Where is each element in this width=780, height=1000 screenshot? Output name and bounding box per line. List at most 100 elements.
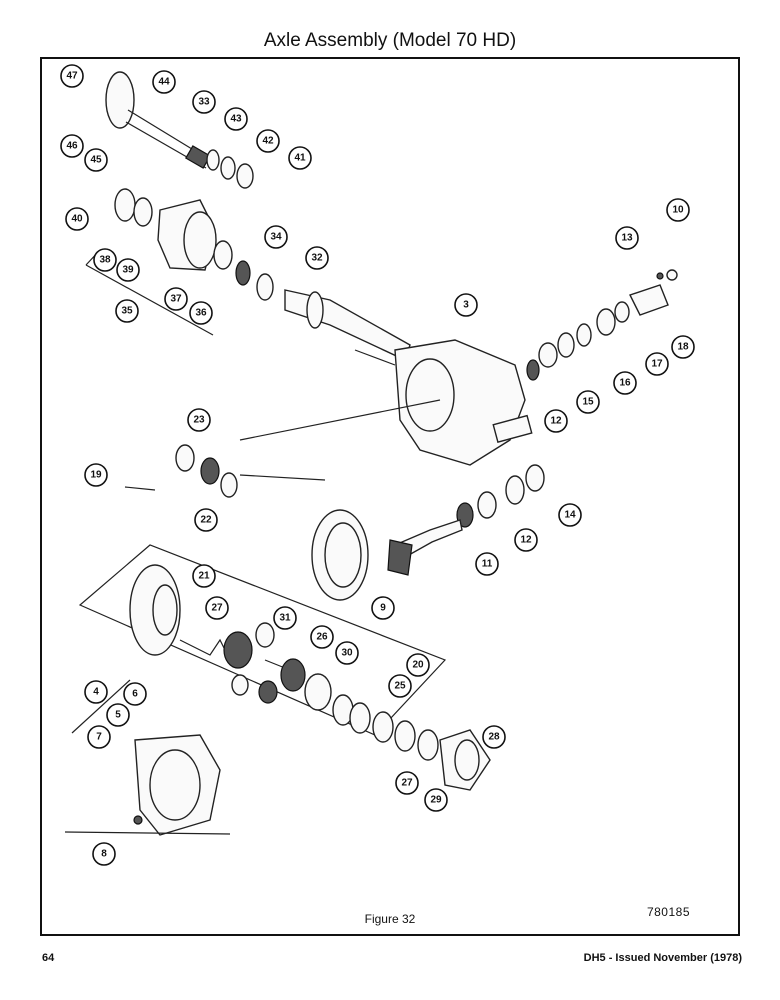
svg-text:20: 20 — [412, 660, 424, 671]
svg-text:16: 16 — [619, 378, 631, 389]
svg-text:26: 26 — [316, 632, 328, 643]
callout-41: 41 — [288, 146, 312, 170]
svg-text:36: 36 — [195, 308, 207, 319]
callout-42: 42 — [256, 129, 280, 153]
svg-text:8: 8 — [101, 849, 107, 860]
callout-39: 39 — [116, 258, 140, 282]
callout-38: 38 — [93, 248, 117, 272]
svg-text:12: 12 — [550, 416, 562, 427]
svg-text:13: 13 — [621, 233, 633, 244]
callout-17: 17 — [645, 352, 669, 376]
svg-text:31: 31 — [279, 613, 291, 624]
callout-35: 35 — [115, 299, 139, 323]
svg-text:43: 43 — [230, 114, 242, 125]
svg-text:27: 27 — [401, 778, 413, 789]
callout-11: 11 — [475, 552, 499, 576]
callout-37: 37 — [164, 287, 188, 311]
svg-text:45: 45 — [90, 155, 102, 166]
carrier-bearings — [124, 399, 441, 498]
axle-shaft — [105, 71, 211, 169]
axle-seals — [206, 149, 254, 189]
svg-text:32: 32 — [311, 253, 323, 264]
callout-16: 16 — [613, 371, 637, 395]
svg-text:4: 4 — [93, 687, 99, 698]
callout-32: 32 — [305, 246, 329, 270]
callout-30: 30 — [335, 641, 359, 665]
callout-40: 40 — [65, 207, 89, 231]
svg-text:12: 12 — [520, 535, 532, 546]
svg-text:40: 40 — [71, 214, 83, 225]
callout-31: 31 — [273, 606, 297, 630]
svg-text:27: 27 — [211, 603, 223, 614]
page-title: Axle Assembly (Model 70 HD) — [263, 30, 517, 51]
callout-12: 12 — [544, 409, 568, 433]
callout-25: 25 — [388, 674, 412, 698]
svg-text:18: 18 — [677, 342, 689, 353]
callout-20: 20 — [406, 653, 430, 677]
inner-bearing-seal — [235, 260, 274, 301]
pinion-flange-parts — [526, 269, 678, 381]
callout-19: 19 — [84, 463, 108, 487]
axle-tube — [284, 289, 411, 361]
svg-text:34: 34 — [270, 232, 282, 243]
callout-26: 26 — [310, 625, 334, 649]
callout-8: 8 — [92, 842, 116, 866]
callout-27: 27 — [205, 596, 229, 620]
callout-6: 6 — [123, 682, 147, 706]
callout-14: 14 — [558, 503, 582, 527]
svg-text:6: 6 — [132, 689, 138, 700]
callout-33: 33 — [192, 90, 216, 114]
svg-text:10: 10 — [672, 205, 684, 216]
callout-7: 7 — [87, 725, 111, 749]
callout-44: 44 — [152, 70, 176, 94]
svg-text:38: 38 — [99, 255, 111, 266]
svg-text:23: 23 — [193, 415, 205, 426]
svg-text:47: 47 — [66, 71, 78, 82]
callout-12b: 12 — [514, 528, 538, 552]
callout-3: 3 — [454, 293, 478, 317]
svg-text:44: 44 — [158, 77, 170, 88]
svg-text:22: 22 — [200, 515, 212, 526]
svg-text:15: 15 — [582, 397, 594, 408]
svg-text:17: 17 — [651, 359, 663, 370]
callout-45: 45 — [84, 148, 108, 172]
svg-text:30: 30 — [341, 648, 353, 659]
svg-text:5: 5 — [115, 710, 121, 721]
svg-text:28: 28 — [488, 732, 500, 743]
document-reference: DH5 - Issued November (1978) — [583, 952, 742, 964]
svg-text:29: 29 — [430, 795, 442, 806]
callout-27b: 27 — [395, 771, 419, 795]
svg-text:39: 39 — [122, 265, 134, 276]
callout-15: 15 — [576, 390, 600, 414]
figure-caption: Figure 32 — [364, 912, 416, 926]
callout-5: 5 — [106, 703, 130, 727]
carrier-housing — [354, 339, 533, 466]
callout-13: 13 — [615, 226, 639, 250]
callout-10: 10 — [666, 198, 690, 222]
hub-assembly — [85, 188, 233, 336]
callout-47: 47 — [60, 64, 84, 88]
callout-29: 29 — [424, 788, 448, 812]
callout-43: 43 — [224, 107, 248, 131]
differential-frame — [78, 544, 491, 791]
svg-text:35: 35 — [121, 306, 133, 317]
svg-text:9: 9 — [380, 603, 386, 614]
svg-text:41: 41 — [294, 153, 306, 164]
callout-9: 9 — [371, 596, 395, 620]
svg-text:11: 11 — [482, 559, 493, 570]
svg-text:7: 7 — [96, 732, 102, 743]
callout-18: 18 — [671, 335, 695, 359]
callout-28: 28 — [482, 725, 506, 749]
callout-36: 36 — [189, 301, 213, 325]
svg-text:3: 3 — [463, 300, 469, 311]
callout-21: 21 — [192, 564, 216, 588]
callout-4: 4 — [84, 680, 108, 704]
ring-and-pinion — [311, 509, 463, 601]
svg-text:19: 19 — [90, 470, 102, 481]
svg-text:37: 37 — [170, 294, 182, 305]
figure-code: 780185 — [646, 905, 690, 919]
page-number: 64 — [42, 952, 55, 964]
svg-text:42: 42 — [262, 136, 274, 147]
pinion-bearings — [456, 464, 545, 528]
